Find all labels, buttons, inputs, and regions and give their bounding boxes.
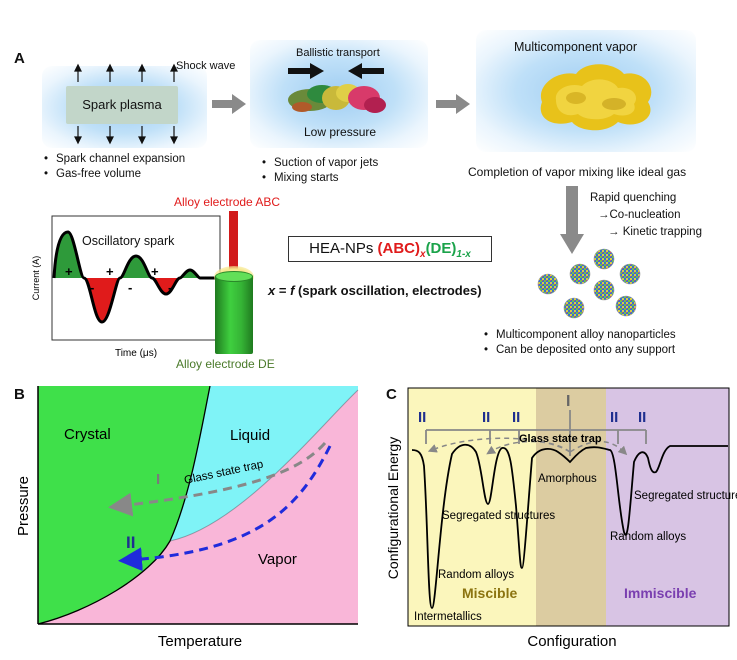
spark-plasma-core xyxy=(66,86,178,124)
glass-trap-label-c: Glass state trap xyxy=(519,433,602,445)
electrode-abc xyxy=(229,211,238,277)
electrode-de-top xyxy=(215,271,253,282)
path-I-arrow xyxy=(108,442,327,517)
stage1-bullet-list: Spark channel expansion Gas-free volume xyxy=(44,152,185,182)
segregated-text: Segregated structures xyxy=(442,510,555,522)
segregated-text: Segregated structures xyxy=(634,490,737,502)
liquid-region xyxy=(170,386,358,541)
path-II-label-b: II xyxy=(126,533,135,552)
random-alloys-left: Random alloys xyxy=(438,569,514,581)
formula-eq: = xyxy=(275,283,291,298)
quench-line: →Co-nucleation xyxy=(598,209,681,221)
pressure-axis-label: Pressure xyxy=(15,476,32,536)
random-alloys-right: Random alloys xyxy=(610,531,686,543)
energy-landscape: Glass state trap I II II II II II Amorph… xyxy=(385,387,737,650)
panel-a-letter: A xyxy=(14,50,25,67)
energy-curve xyxy=(411,443,728,609)
hea-prefix: HEA-NPs xyxy=(309,240,378,257)
amorphous-band xyxy=(536,388,606,626)
ballistic-transport-label: Ballistic transport xyxy=(296,47,380,59)
nanoparticle-bullet: Can be deposited onto any support xyxy=(484,343,676,358)
multicomponent-vapor-label: Multicomponent vapor xyxy=(514,40,637,54)
stage-arrow-2 xyxy=(436,94,470,114)
spark-plasma-label: Spark plasma xyxy=(82,97,162,112)
nanoparticle-bullet-list: Multicomponent alloy nanoparticles Can b… xyxy=(484,328,676,358)
path-II-arrow xyxy=(118,445,332,572)
liquid-label: Liquid xyxy=(230,427,270,444)
formula-line: x = f (spark oscillation, electrodes) xyxy=(268,283,482,298)
completion-text: Completion of vapor mixing like ideal ga… xyxy=(468,165,687,179)
quench-line: → Kinetic trapping xyxy=(608,226,702,238)
nanoparticle-bullet: Multicomponent alloy nanoparticles xyxy=(484,328,676,343)
path-II-label-c: II xyxy=(512,409,520,426)
immiscible-label: Immiscible xyxy=(624,585,697,601)
minus-sign: - xyxy=(168,280,172,295)
hea-abc: (ABC) xyxy=(377,240,421,257)
hea-formula-box: HEA-NPs (ABC)x(DE)1-x xyxy=(288,236,492,262)
quench-line: Rapid quenching xyxy=(590,192,677,204)
amorphous-label: Amorphous xyxy=(538,473,597,485)
configuration-axis-label: Configuration xyxy=(527,633,616,650)
stage2-bullet: Suction of vapor jets xyxy=(262,156,378,171)
electrode-de xyxy=(215,276,253,354)
hea-x-subscript: x xyxy=(420,249,426,260)
vapor-jets xyxy=(288,63,386,113)
phase-diagram: Crystal Liquid Vapor Glass state trap I … xyxy=(15,386,359,650)
hea-de: (DE) xyxy=(425,240,457,257)
stage-arrow-1 xyxy=(212,94,246,114)
temperature-axis-label: Temperature xyxy=(158,633,242,650)
immiscible-band xyxy=(606,388,729,626)
stage1-bullet: Spark channel expansion xyxy=(44,152,185,167)
alloy-de-label: Alloy electrode DE xyxy=(176,357,275,371)
path-I-label-c: I xyxy=(566,393,570,410)
minus-sign: - xyxy=(128,280,132,295)
oscillatory-spark-plot: Current (A) Time (μs) + - + - + - xyxy=(31,215,221,359)
low-pressure-label: Low pressure xyxy=(304,125,377,139)
oscillatory-spark-label: Oscillatory spark xyxy=(82,234,175,248)
miscible-label: Miscible xyxy=(462,585,517,601)
formula-x: x xyxy=(268,283,276,298)
formula-rest: (spark oscillation, electrodes) xyxy=(294,283,482,298)
config-energy-axis-label: Configurational Energy xyxy=(385,437,401,579)
segregated-label-right: Segregated structures xyxy=(634,490,737,502)
alloy-abc-label: Alloy electrode ABC xyxy=(174,195,281,209)
formula-f: f xyxy=(290,283,295,298)
plus-sign: + xyxy=(106,264,114,279)
intermetallics-label: Intermetallics xyxy=(414,611,482,623)
shock-wave-label: Shock wave xyxy=(176,60,236,72)
time-axis-label: Time (μs) xyxy=(115,348,157,359)
vapor-label: Vapor xyxy=(258,551,297,568)
stage2-bullet-list: Suction of vapor jets Mixing starts xyxy=(262,156,378,186)
path-II-label-c: II xyxy=(638,409,646,426)
minus-sign: - xyxy=(90,280,94,295)
path-II-label-c: II xyxy=(482,409,490,426)
nanoparticles xyxy=(537,248,641,319)
hea-1x-subscript: 1-x xyxy=(456,249,471,260)
path-II-label-c: II xyxy=(610,409,618,426)
crystal-label: Crystal xyxy=(64,426,111,443)
stage1-bullet: Gas-free volume xyxy=(44,167,185,182)
current-axis-label: Current (A) xyxy=(31,256,41,301)
path-II-label-c: II xyxy=(418,409,426,426)
path-I-label-b: I xyxy=(156,471,160,488)
vapor-cloud xyxy=(540,64,652,131)
stage2-bullet: Mixing starts xyxy=(262,171,378,186)
quench-arrow xyxy=(560,186,584,254)
segregated-label-left: Segregated structures xyxy=(442,510,555,522)
panel-b-letter: B xyxy=(14,386,25,403)
shock-wave-arrows xyxy=(74,63,178,145)
panel-c-letter: C xyxy=(386,386,397,403)
plus-sign: + xyxy=(151,264,159,279)
plus-sign: + xyxy=(65,264,73,279)
